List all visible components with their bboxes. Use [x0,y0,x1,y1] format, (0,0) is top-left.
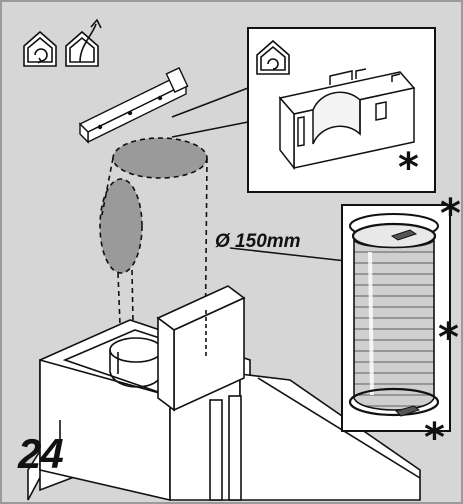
hose-leader-line [229,247,356,263]
hose-bottom-asterisk: * [424,415,445,461]
hose-middle-asterisk: * [438,315,459,361]
recirculation-house-icon [23,30,57,67]
filter-optional-asterisk: * [398,145,419,191]
hose-detail-panel [341,204,451,432]
motor-housing [156,285,246,412]
wall-bracket [78,67,189,144]
duct-diameter-label: Ø 150mm [215,231,301,252]
filter-detail-panel [171,27,436,193]
extraction-house-icon [65,18,102,67]
step-number: 24 [18,430,64,477]
filter-box [278,68,416,171]
hood-body [27,319,421,502]
duct-outline [99,137,208,366]
hose-top-asterisk: * [440,191,461,237]
